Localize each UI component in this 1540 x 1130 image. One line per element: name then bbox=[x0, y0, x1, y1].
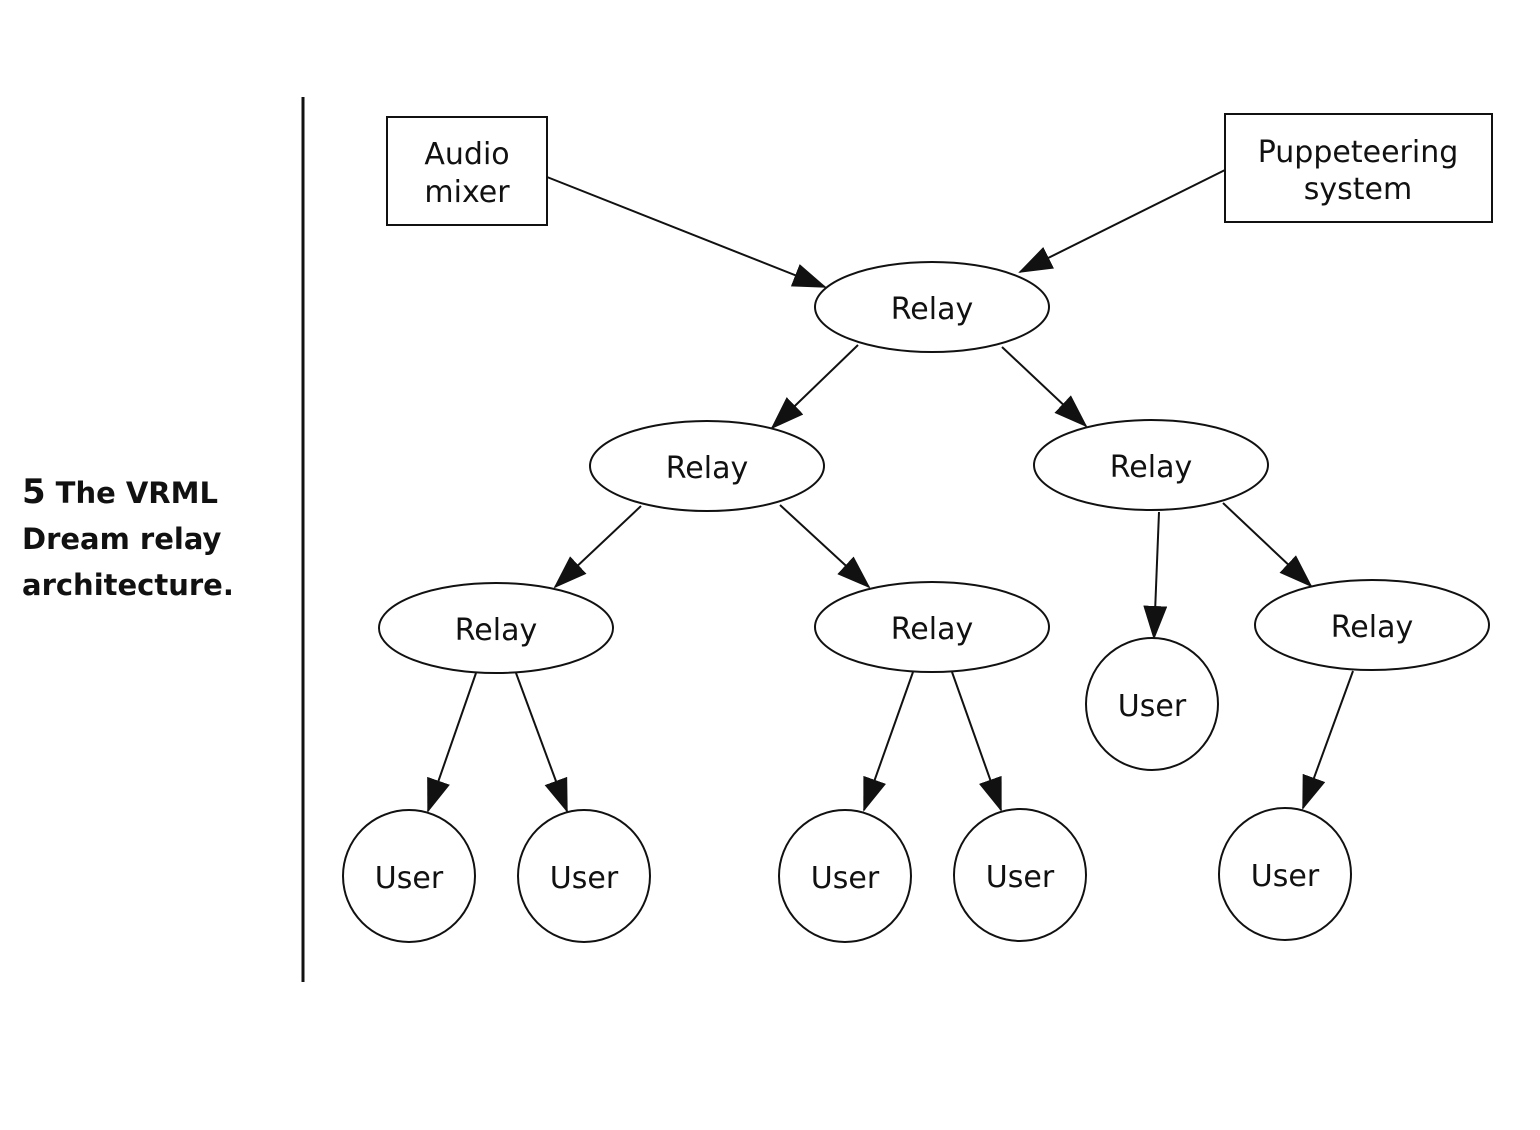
user-node-1: User bbox=[342, 809, 476, 943]
relay-left: Relay bbox=[589, 420, 825, 512]
relay-left-left-label: Relay bbox=[455, 613, 537, 648]
user-node-2-label: User bbox=[550, 861, 619, 896]
relay-right-label: Relay bbox=[1110, 450, 1192, 485]
relay-root: Relay bbox=[814, 261, 1050, 353]
arrow-relay-lr-to-user-3 bbox=[863, 671, 914, 812]
user-node-4-label: User bbox=[986, 860, 1055, 895]
arrow-relay-right-to-relay-rr bbox=[1222, 502, 1313, 588]
user-node-1-label: User bbox=[375, 861, 444, 896]
relay-left-label: Relay bbox=[666, 451, 748, 486]
relay-root-label: Relay bbox=[891, 292, 973, 327]
audio-mixer-label-line1: Audio bbox=[424, 137, 509, 172]
arrow-relay-right-to-user bbox=[1143, 511, 1168, 640]
arrow-root-to-relay-right bbox=[1001, 346, 1088, 428]
user-node-3: User bbox=[778, 809, 912, 943]
relay-left-left: Relay bbox=[378, 582, 614, 674]
arrow-puppeteering-to-relay bbox=[1018, 169, 1226, 273]
user-node-4: User bbox=[953, 808, 1087, 942]
user-node-5-label: User bbox=[1118, 689, 1187, 724]
relay-right-right: Relay bbox=[1254, 579, 1490, 671]
user-node-6: User bbox=[1218, 807, 1352, 941]
arrow-relay-ll-to-user-2 bbox=[515, 672, 568, 813]
puppeteering-label-line2: system bbox=[1304, 172, 1412, 207]
relay-left-right-label: Relay bbox=[891, 612, 973, 647]
arrows bbox=[427, 169, 1354, 813]
caption-text: The VRML Dream relay architecture. bbox=[22, 476, 234, 602]
arrow-audio-to-relay bbox=[546, 176, 827, 288]
audio-mixer-box: Audio mixer bbox=[386, 116, 548, 226]
arrow-relay-rr-to-user-6 bbox=[1302, 670, 1354, 810]
puppeteering-label-line1: Puppeteering bbox=[1258, 135, 1459, 170]
user-node-3-label: User bbox=[811, 861, 880, 896]
relay-left-right: Relay bbox=[814, 581, 1050, 673]
audio-mixer-label-line2: mixer bbox=[424, 175, 510, 210]
arrow-relay-lr-to-user-4 bbox=[951, 671, 1002, 812]
user-node-2: User bbox=[517, 809, 651, 943]
arrow-relay-left-to-relay-ll bbox=[553, 505, 642, 589]
relay-right-right-label: Relay bbox=[1331, 610, 1413, 645]
user-node-5: User bbox=[1085, 637, 1219, 771]
relay-right: Relay bbox=[1033, 419, 1269, 511]
arrow-root-to-relay-left bbox=[770, 344, 859, 430]
figure-number: 5 bbox=[22, 472, 46, 512]
user-node-6-label: User bbox=[1251, 859, 1320, 894]
puppeteering-system-box: Puppeteering system bbox=[1224, 113, 1493, 223]
arrow-relay-ll-to-user-1 bbox=[427, 672, 477, 813]
arrow-relay-left-to-relay-lr bbox=[779, 504, 871, 589]
